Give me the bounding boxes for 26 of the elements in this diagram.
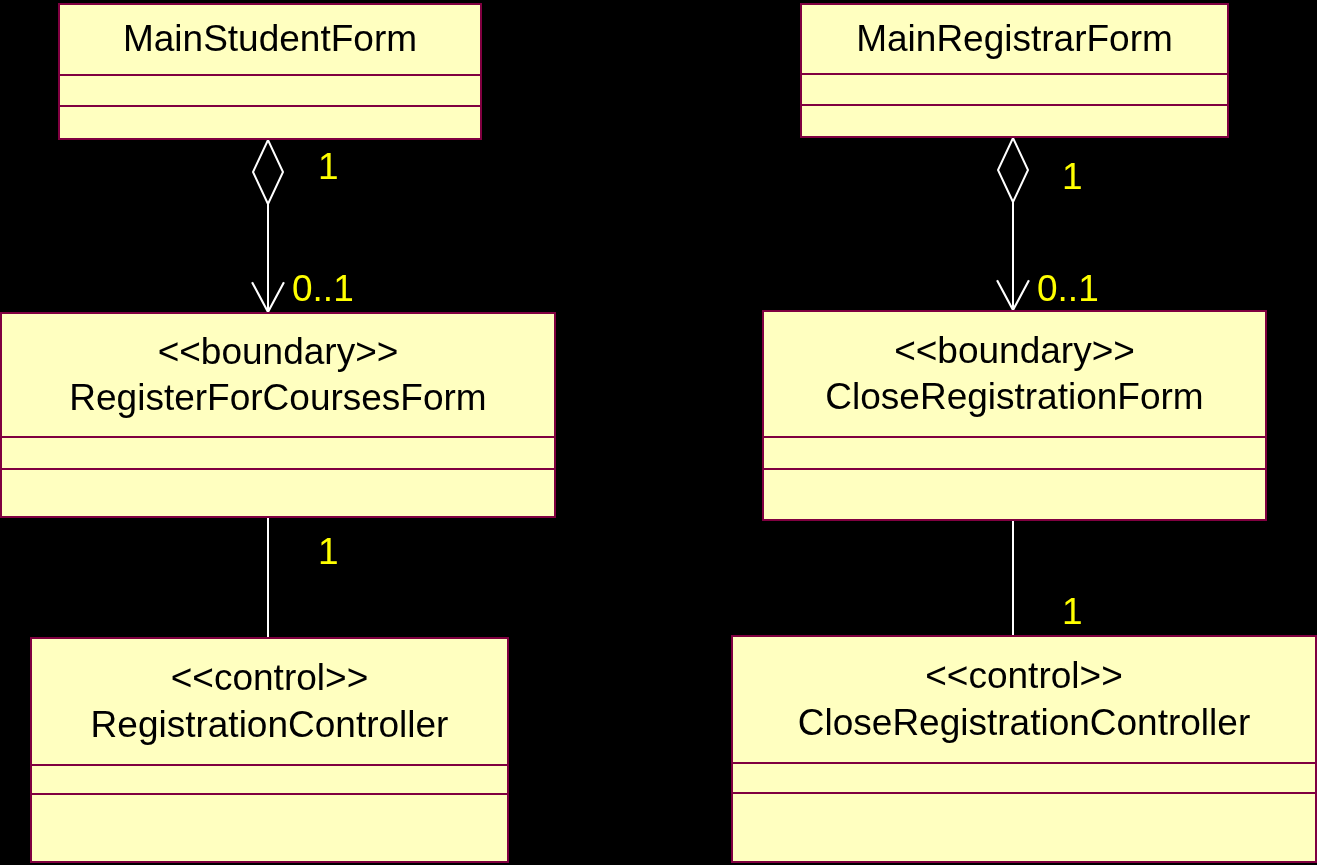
- class-box: [731, 635, 1317, 863]
- stereotype: <<boundary>>: [894, 328, 1135, 373]
- class-box: [58, 3, 482, 140]
- multiplicity-label: 1: [1062, 593, 1083, 630]
- multiplicity-label: 1: [1062, 158, 1083, 195]
- class-name: CloseRegistrationForm: [825, 375, 1204, 419]
- class-name: RegisterForCoursesForm: [69, 376, 487, 420]
- class-box: [762, 310, 1267, 521]
- stereotype: <<control>>: [925, 654, 1123, 699]
- stereotype: <<boundary>>: [157, 329, 399, 374]
- class-box: [0, 312, 556, 518]
- multiplicity-label: 1: [318, 148, 339, 185]
- multiplicity-label: 1: [318, 533, 339, 570]
- class-name: CloseRegistrationController: [797, 700, 1251, 745]
- association-line: [1012, 520, 1014, 636]
- class-box: [30, 637, 509, 863]
- class-name: MainRegistrarForm: [856, 16, 1173, 61]
- association-line: [267, 517, 269, 638]
- stereotype: <<control>>: [170, 656, 369, 701]
- aggregation-arrow: [251, 139, 285, 314]
- multiplicity-label: 0..1: [292, 270, 354, 307]
- class-name: RegistrationController: [90, 702, 449, 747]
- multiplicity-label: 0..1: [1037, 270, 1099, 307]
- class-box: [800, 3, 1229, 138]
- aggregation-arrow: [996, 137, 1030, 312]
- class-name: MainStudentForm: [122, 17, 418, 62]
